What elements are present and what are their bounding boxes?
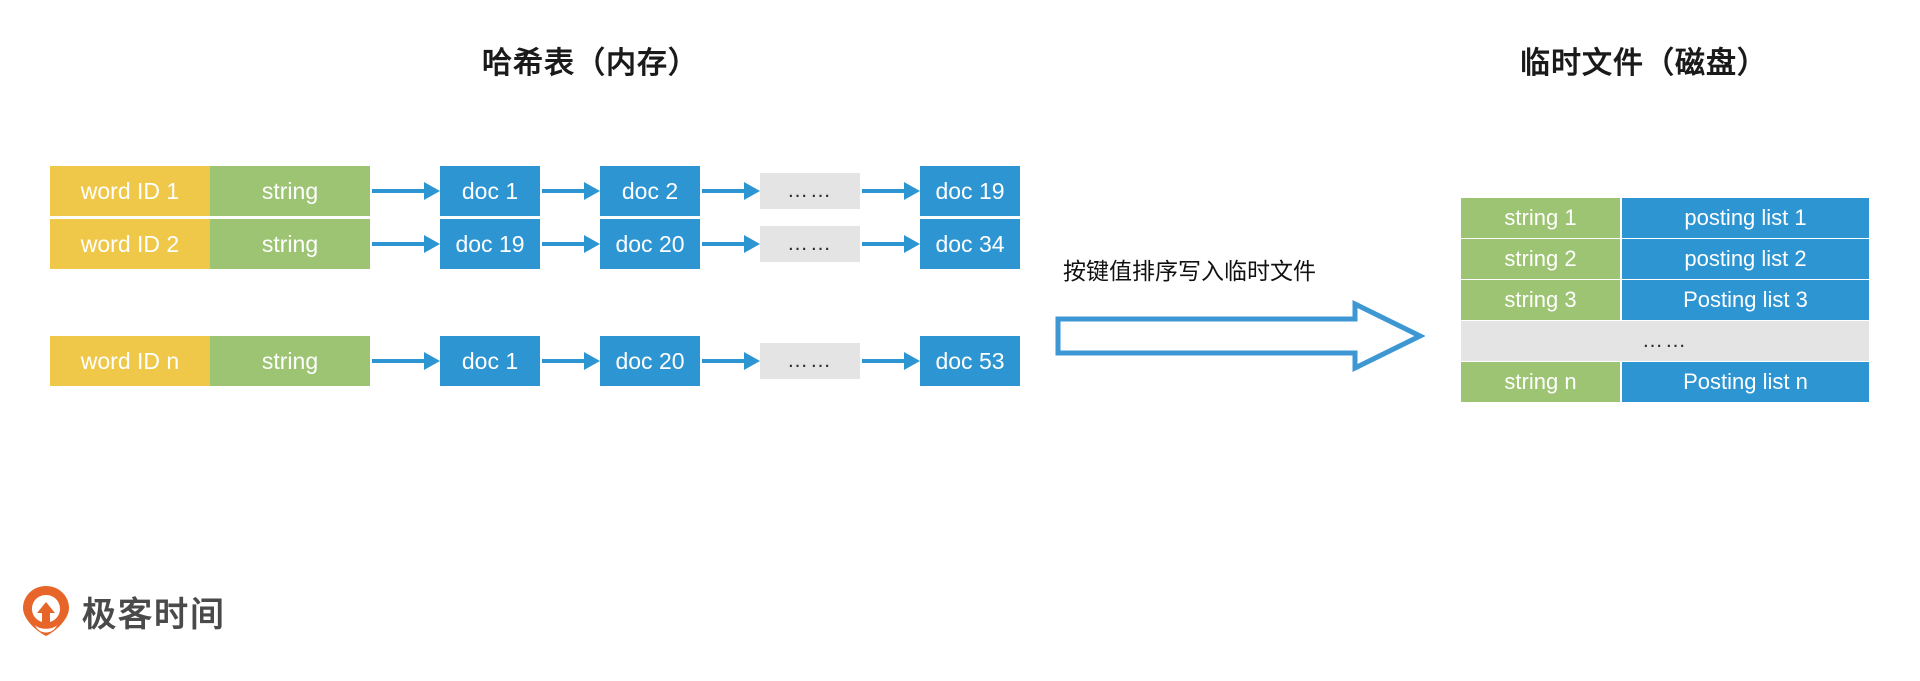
word-id-cell: word ID 1	[50, 166, 210, 216]
doc-cell: doc 1	[440, 336, 540, 386]
table-row-ellipsis: ……	[1461, 321, 1869, 361]
link-arrow-icon	[370, 336, 440, 386]
doc-cell: doc 20	[600, 219, 700, 269]
geektime-pin-icon	[22, 585, 70, 637]
page-title-hash-table: 哈希表（内存）	[482, 47, 699, 80]
disk-key-cell: string 3	[1461, 280, 1620, 320]
doc-cell: doc 19	[920, 166, 1020, 216]
transition-label: 按键值排序写入临时文件	[1063, 258, 1316, 284]
table-row: string 1 posting list 1	[1461, 198, 1869, 238]
doc-cell: doc 20	[600, 336, 700, 386]
link-arrow-icon	[370, 219, 440, 269]
page-title-temp-file: 临时文件（磁盘）	[1520, 47, 1768, 80]
link-arrow-icon	[370, 166, 440, 216]
brand-name: 极客时间	[82, 595, 226, 634]
doc-cell: doc 19	[440, 219, 540, 269]
doc-cell: doc 34	[920, 219, 1020, 269]
table-row: string 3 Posting list 3	[1461, 280, 1869, 320]
doc-ellipsis-cell: ……	[760, 343, 860, 379]
link-arrow-icon	[700, 336, 770, 386]
string-cell: string	[210, 219, 370, 269]
link-arrow-icon	[540, 336, 610, 386]
link-arrow-icon	[860, 336, 930, 386]
link-arrow-icon	[700, 166, 770, 216]
string-cell: string	[210, 336, 370, 386]
link-arrow-icon	[860, 166, 930, 216]
brand-logo: 极客时间	[22, 585, 226, 637]
disk-value-cell: Posting list n	[1622, 362, 1869, 402]
doc-cell: doc 2	[600, 166, 700, 216]
link-arrow-icon	[540, 219, 610, 269]
doc-cell: doc 53	[920, 336, 1020, 386]
table-row: string n Posting list n	[1461, 362, 1869, 402]
block-arrow-right-icon	[1055, 299, 1426, 373]
link-arrow-icon	[860, 219, 930, 269]
link-arrow-icon	[540, 166, 610, 216]
disk-table: string 1 posting list 1 string 2 posting…	[1461, 198, 1869, 403]
word-id-cell: word ID n	[50, 336, 210, 386]
disk-value-cell: posting list 2	[1622, 239, 1869, 279]
doc-ellipsis-cell: ……	[760, 226, 860, 262]
disk-key-cell: string 2	[1461, 239, 1620, 279]
string-cell: string	[210, 166, 370, 216]
disk-value-cell: Posting list 3	[1622, 280, 1869, 320]
disk-key-cell: string n	[1461, 362, 1620, 402]
doc-cell: doc 1	[440, 166, 540, 216]
disk-key-cell: string 1	[1461, 198, 1620, 238]
table-row: string 2 posting list 2	[1461, 239, 1869, 279]
disk-value-cell: posting list 1	[1622, 198, 1869, 238]
link-arrow-icon	[700, 219, 770, 269]
doc-ellipsis-cell: ……	[760, 173, 860, 209]
word-id-cell: word ID 2	[50, 219, 210, 269]
